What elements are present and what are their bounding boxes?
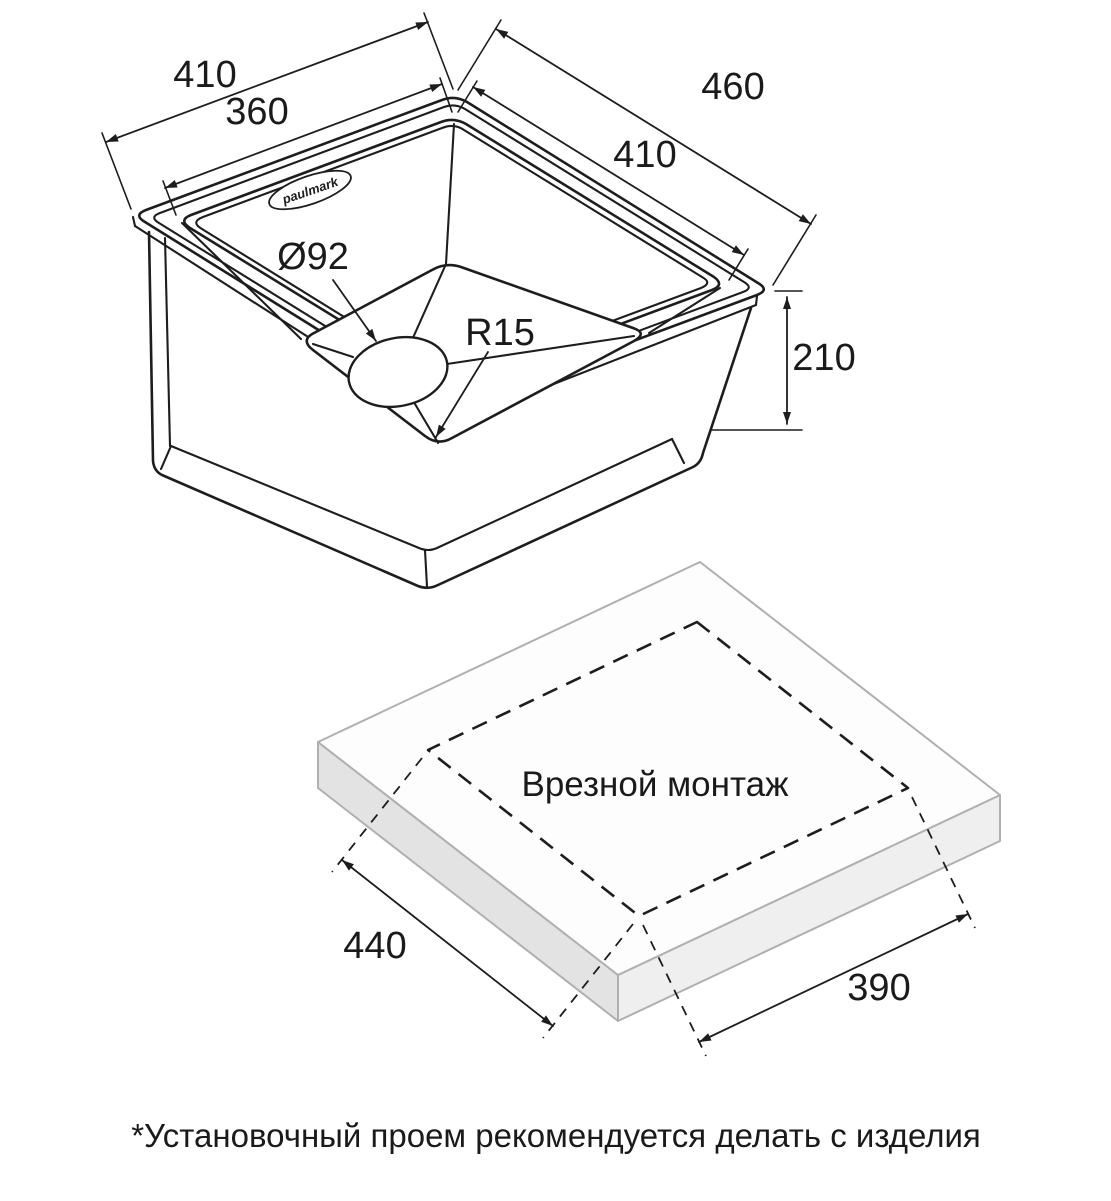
sink-bowl-corner-right xyxy=(647,286,722,335)
dimension-drain-diameter: Ø92 xyxy=(277,236,377,342)
dimension-inner-left-360: 360 xyxy=(162,77,453,216)
sink-floor-slope-right xyxy=(445,334,636,366)
mounting-diagram: Врезной монтаж 440 390 xyxy=(317,561,1001,1057)
sink-bowl-corner-left xyxy=(180,221,303,341)
sink-body-left-edge xyxy=(163,236,172,448)
sink-rim-underside-left-end xyxy=(131,215,137,228)
dimension-cutout-390: 390 xyxy=(642,796,976,1057)
sink-base-front-seam xyxy=(423,548,429,589)
dimension-line xyxy=(698,913,969,1043)
extension-line-dashed xyxy=(542,923,634,1039)
drain-hole xyxy=(347,335,449,409)
extension-line-dashed xyxy=(911,796,976,929)
dimension-depth-210: 210 xyxy=(710,290,856,431)
dimension-line xyxy=(105,21,429,143)
extension-line xyxy=(772,214,817,286)
extension-line-dashed xyxy=(331,757,423,873)
leader-line xyxy=(332,279,377,342)
dimension-label: 410 xyxy=(173,54,236,96)
extension-line xyxy=(423,12,454,90)
sink-isometric-view: paulmark 410 360 460 410 xyxy=(101,12,856,590)
dimension-label: 360 xyxy=(225,91,288,133)
sink-rim-underside-right-end xyxy=(754,294,759,307)
extension-line xyxy=(457,80,478,113)
footnote-text: *Установочный проем рекомендуется делать… xyxy=(131,1117,981,1154)
extension-line xyxy=(101,132,132,210)
dimension-label: 390 xyxy=(847,967,910,1009)
sink-base-corner-left xyxy=(159,444,173,471)
dimension-corner-radius: R15 xyxy=(435,312,535,438)
sink-base-corner-right xyxy=(670,437,686,465)
leader-line xyxy=(435,351,489,438)
sink-bowl-corner-back xyxy=(444,122,456,266)
dimension-line xyxy=(341,859,554,1027)
dimension-label: R15 xyxy=(465,312,535,354)
sink-floor-slope-left xyxy=(311,342,355,359)
mounting-title: Врезной монтаж xyxy=(522,765,790,804)
dimension-label: 410 xyxy=(613,134,676,176)
dimension-label: Ø92 xyxy=(277,236,349,278)
dimension-inner-right-410: 410 xyxy=(457,80,749,281)
dimension-label: 210 xyxy=(792,337,855,379)
extension-line xyxy=(457,19,502,91)
dimension-line xyxy=(164,83,443,189)
sink-floor-slope-front xyxy=(413,402,439,443)
dimension-cutout-440: 440 xyxy=(331,757,634,1039)
dimension-label: 460 xyxy=(701,66,764,108)
extension-line xyxy=(728,248,749,281)
dimension-line xyxy=(472,86,745,256)
sink-base-upper-line xyxy=(169,437,674,552)
dimension-label: 440 xyxy=(343,925,406,967)
sink-floor-slope-back xyxy=(410,262,448,342)
extension-line-dashed xyxy=(642,924,707,1057)
